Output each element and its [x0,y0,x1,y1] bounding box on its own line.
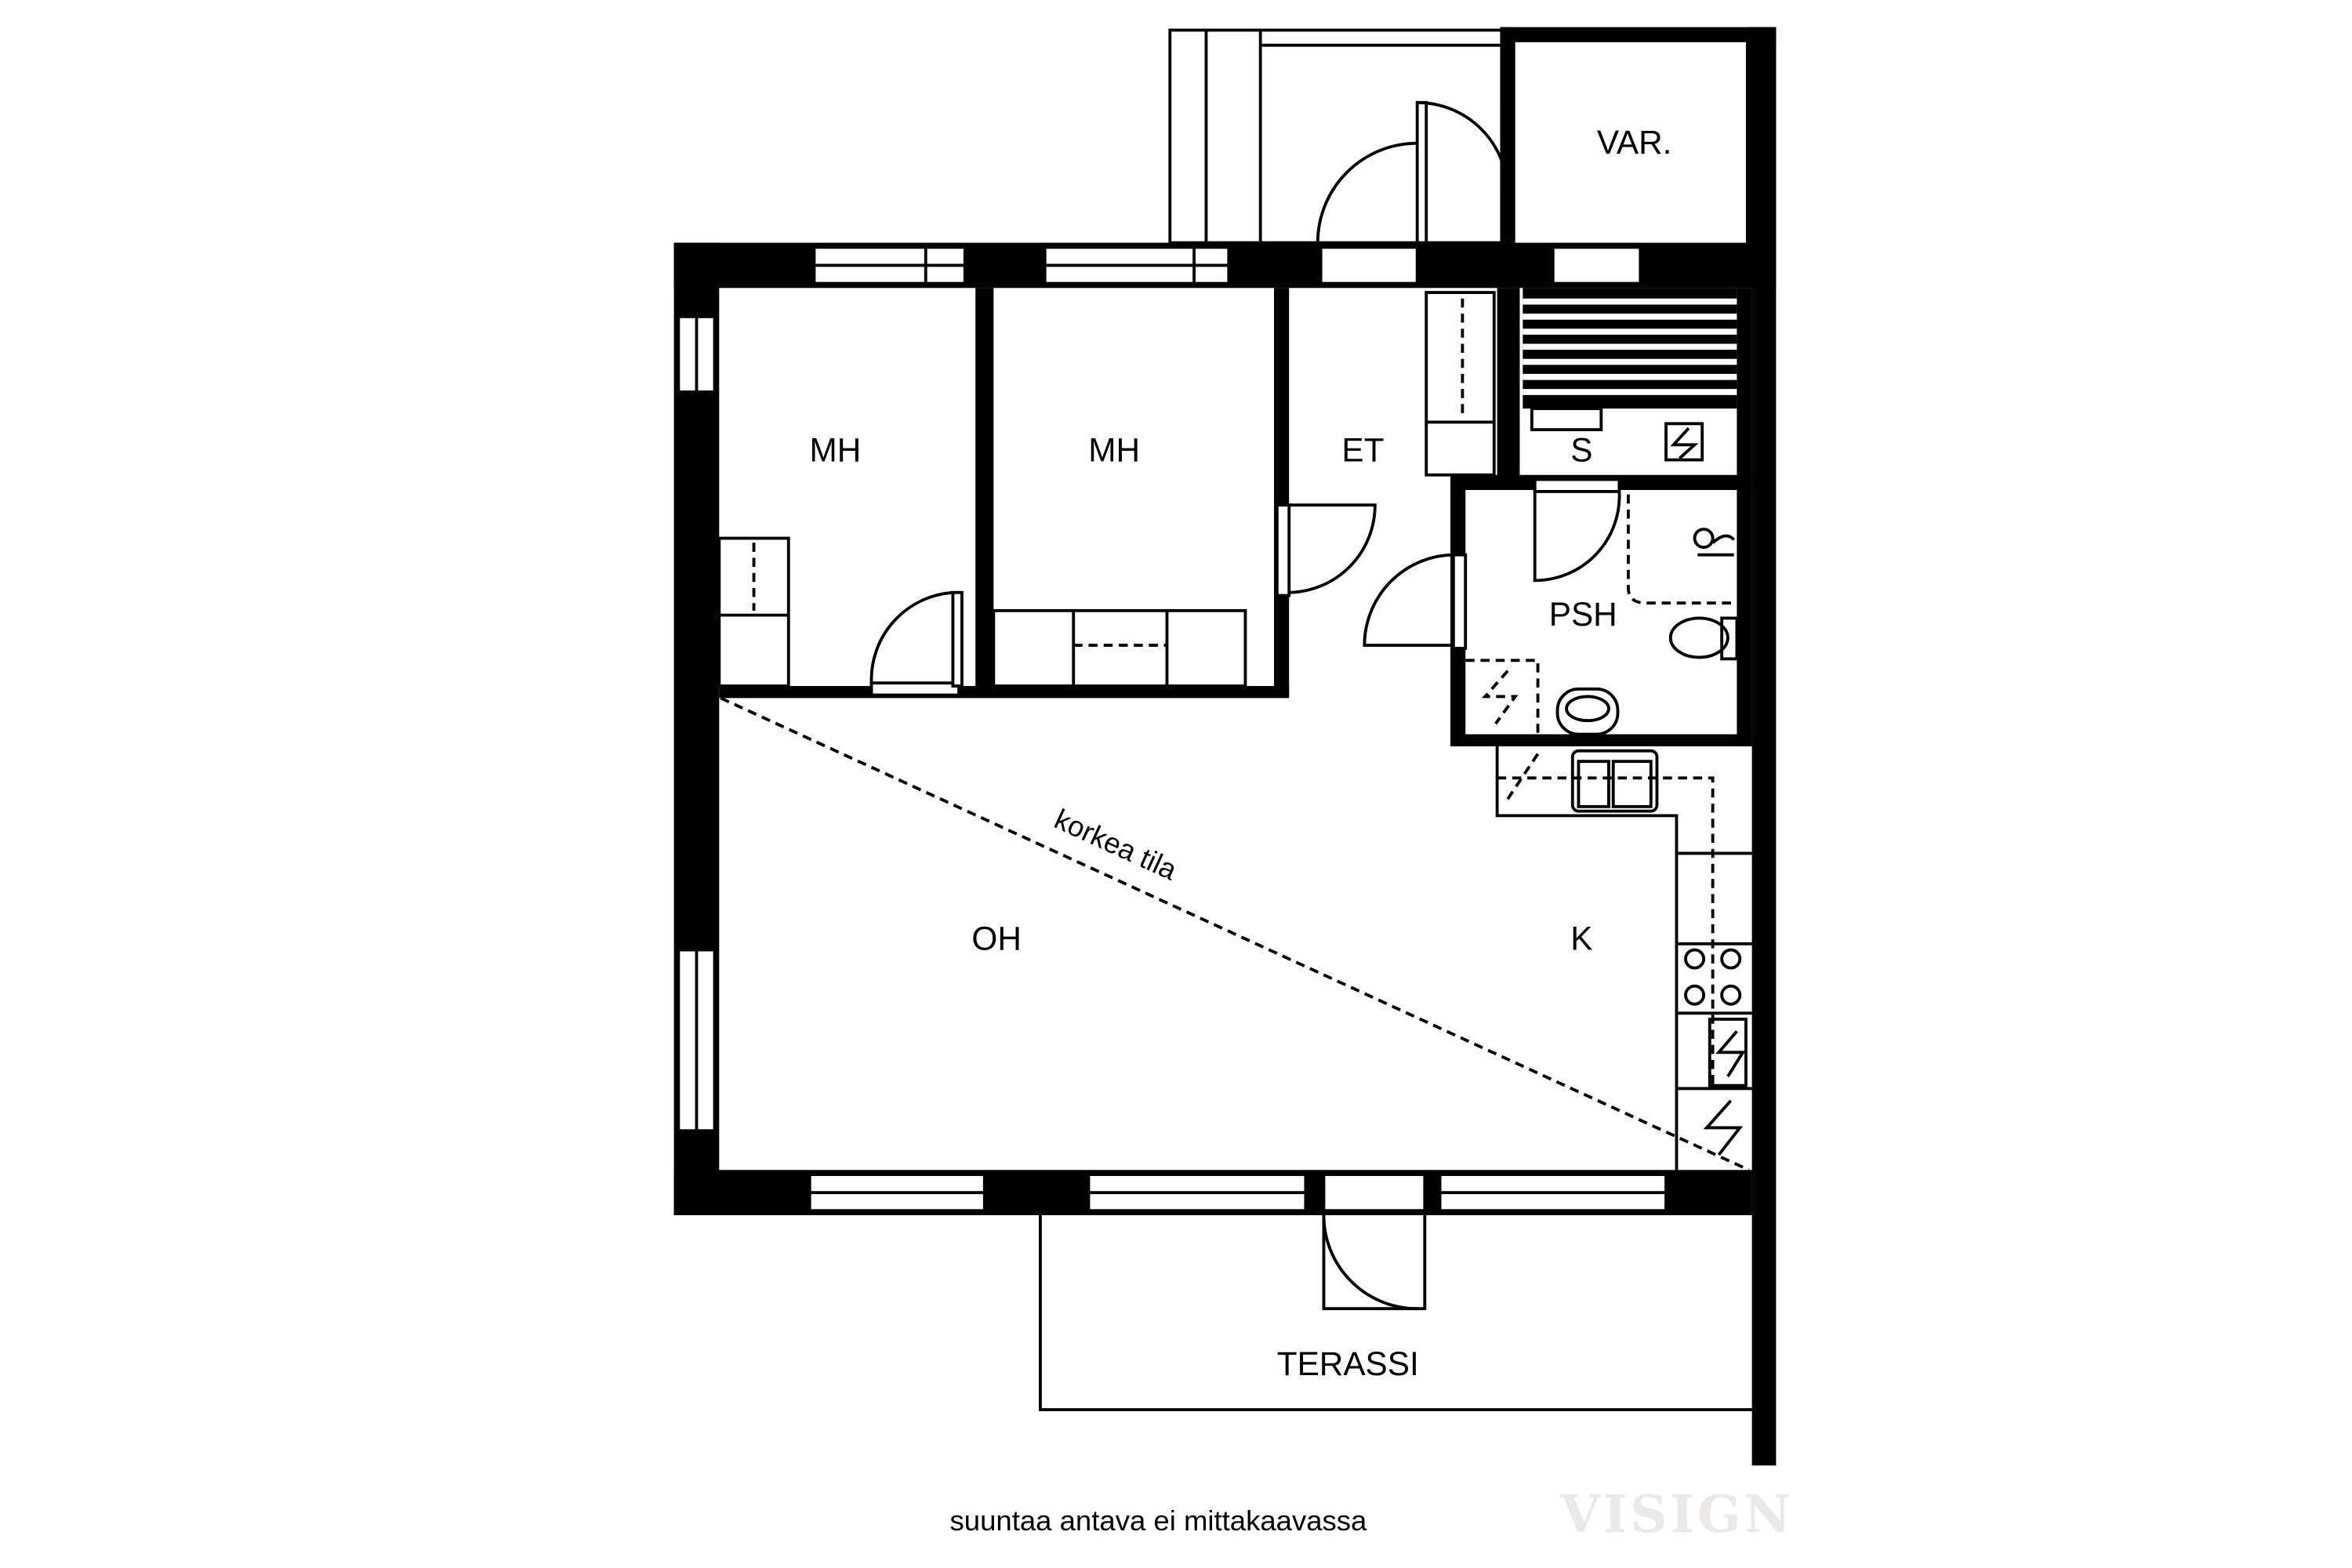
fixtures [717,288,1752,1171]
footer-note: suuntaa antava ei mittakaavassa [950,1504,1368,1537]
doors [869,477,1621,1311]
room-label-et: ET [1341,431,1384,468]
room-label-s: S [1570,431,1592,468]
room-label-k: K [1570,920,1592,957]
windows [677,245,1668,1213]
interior-walls [719,288,1752,746]
terrace [1039,1215,1752,1411]
room-label-var: VAR. [1597,124,1672,161]
room-label-oh: OH [971,920,1021,957]
entrance-annex [1168,28,1512,245]
room-label-psh: PSH [1549,596,1617,633]
high-space-line [720,696,1750,1172]
room-label-mh2: MH [1088,431,1140,468]
watermark-logo: VISIGN [1559,1485,1794,1544]
room-label-terassi: TERASSI [1277,1345,1419,1382]
high-space-label: korkea tila [1050,803,1182,887]
room-label-mh1: MH [809,431,861,468]
